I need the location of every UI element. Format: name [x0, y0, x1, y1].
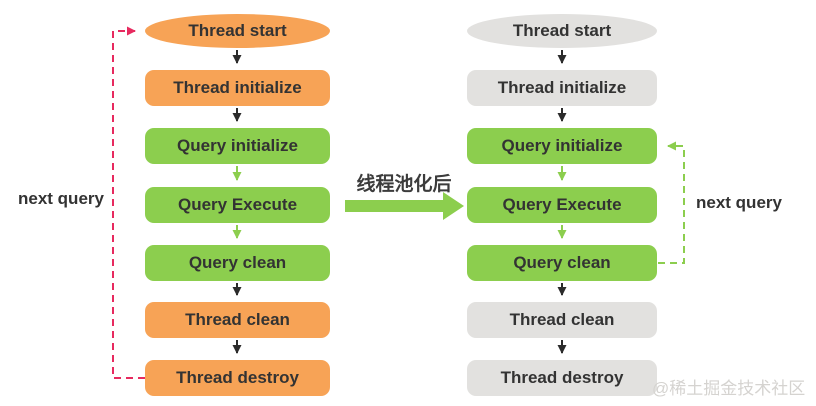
- pooling-transition-label: 线程池化后: [356, 174, 452, 195]
- node-left-query-initialize: Query initialize: [145, 128, 330, 164]
- node-left-thread-start: Thread start: [145, 14, 330, 48]
- left-next-query-loop-arrow: [112, 26, 145, 379]
- right-next-query-label: next query: [696, 193, 782, 212]
- node-right-query-initialize: Query initialize: [467, 128, 657, 164]
- watermark: @稀土掘金技术社区: [652, 379, 806, 398]
- node-right-thread-clean: Thread clean: [467, 302, 657, 338]
- node-right-query-execute: Query Execute: [467, 187, 657, 223]
- node-right-query-clean: Query clean: [467, 245, 657, 281]
- left-next-query-label: next query: [18, 189, 104, 208]
- node-left-query-execute: Query Execute: [145, 187, 330, 223]
- node-right-thread-destroy: Thread destroy: [467, 360, 657, 396]
- node-right-thread-start: Thread start: [467, 14, 657, 48]
- node-left-thread-destroy: Thread destroy: [145, 360, 330, 396]
- node-right-thread-initialize: Thread initialize: [467, 70, 657, 106]
- node-left-thread-clean: Thread clean: [145, 302, 330, 338]
- node-left-thread-initialize: Thread initialize: [145, 70, 330, 106]
- right-next-query-loop-arrow: [658, 141, 685, 264]
- node-left-query-clean: Query clean: [145, 245, 330, 281]
- pooling-transition-arrow-icon: [345, 192, 464, 220]
